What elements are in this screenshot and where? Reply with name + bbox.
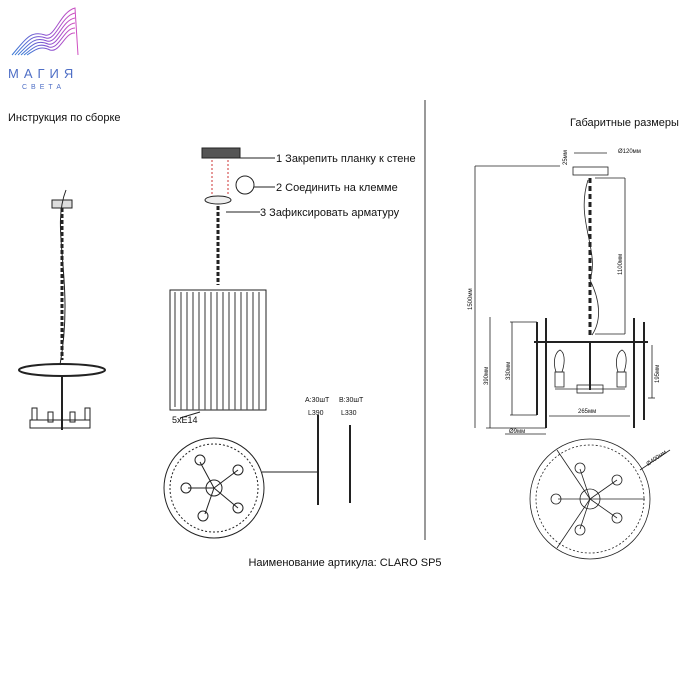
dim-rod-a: 390мм xyxy=(484,367,490,385)
step-3: 3 Зафиксировать арматуру xyxy=(260,207,400,219)
assembly-title: Инструкция по сборке xyxy=(8,112,121,124)
logo: МАГИЯ СВЕТА xyxy=(8,7,79,91)
logo-name: МАГИЯ xyxy=(8,66,78,81)
article-name: Наименование артикула: CLARO SP5 xyxy=(248,557,441,569)
assembly-diagram xyxy=(163,147,351,539)
dim-rod-diameter: Ø9мм xyxy=(509,429,525,435)
dim-total: 1500мм xyxy=(468,288,474,310)
dim-arm-width: 265мм xyxy=(578,409,596,415)
dim-canopy-diameter: Ø120мм xyxy=(618,149,641,155)
dim-arm-height: 195мм xyxy=(655,365,661,383)
step-1: 1 Закрепить планку к стене xyxy=(276,153,416,165)
step-2: 2 Соединить на клемме xyxy=(276,182,398,194)
logo-subtitle: СВЕТА xyxy=(22,84,65,91)
dim-ring-diameter: Ø400мм xyxy=(646,450,668,468)
rod-b-qty: B:30шТ xyxy=(339,397,364,404)
lamp-side-view xyxy=(18,189,106,430)
dim-chain: 1100мм xyxy=(618,254,624,275)
dim-canopy-height: 25мм xyxy=(563,150,569,165)
dimension-drawing xyxy=(474,152,671,560)
rod-a-qty: A:30шТ xyxy=(305,397,330,404)
rod-b-length: L330 xyxy=(341,410,357,417)
bulb-label: 5xE14 xyxy=(172,415,198,425)
rod-a-length: L390 xyxy=(308,410,324,417)
dimensions-title: Габаритные размеры xyxy=(570,117,679,129)
dim-rod-b: 330мм xyxy=(506,362,512,380)
